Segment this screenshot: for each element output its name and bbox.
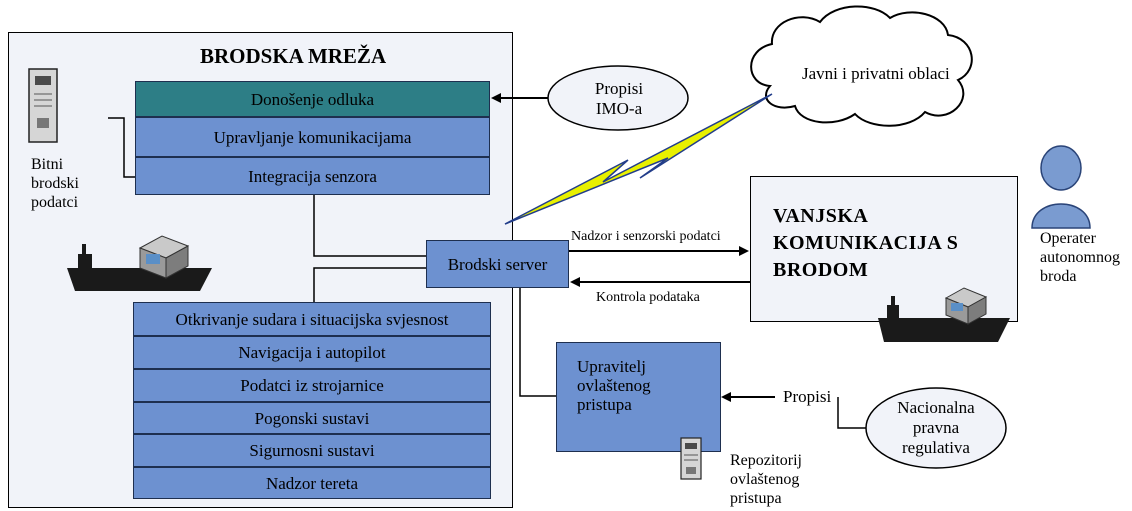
modules-server-connector [313,267,426,302]
national-regulation-label: Nacionalna pravna regulativa [897,398,975,457]
module-navigation-autopilot: Navigacija i autopilot [133,336,491,369]
arrow-in-label: Kontrola podataka [596,290,700,305]
server-access-connector [519,288,556,397]
operator-label: Operater autonomnog broda [1040,230,1120,285]
national-regulations-connector [837,397,866,429]
national-regulation-ellipse [865,387,1007,469]
ship-icon-external [878,287,1010,342]
cloud-label: Javni i privatni oblaci [802,64,950,83]
regulations-label: Propisi [783,387,832,406]
ship-server-box: Brodski server [426,240,569,288]
ship-data-connector [108,117,135,178]
repository-server-icon [680,437,702,480]
cloud-shape [750,5,973,127]
module-propulsion-systems: Pogonski sustavi [133,402,491,434]
module-communication-management: Upravljanje komunikacijama [135,117,490,157]
lightning-bolt-icon [504,93,773,225]
server-tower-icon [28,68,58,143]
module-decision-making: Donošenje odluka [135,81,490,117]
sensor-server-connector [313,195,426,257]
ship-data-label: Bitni brodski podatci [31,156,79,211]
external-communication-title: VANJSKA KOMUNIKACIJA S BRODOM [773,205,959,281]
ship-icon [67,235,212,291]
repository-label: Repozitorij ovlaštenog pristupa [730,452,802,507]
module-sensor-integration: Integracija senzora [135,157,490,195]
arrow-out-label: Nadzor i senzorski podatci [571,229,721,244]
imo-rules-ellipse [547,65,689,131]
module-safety-systems: Sigurnosni sustavi [133,434,491,467]
access-manager-box: Upravitelj ovlaštenog pristupa [556,342,721,452]
module-cargo-monitoring: Nadzor tereta [133,467,491,499]
module-engine-room-data: Podatci iz strojarnice [133,369,491,402]
imo-rules-label: Propisi IMO-a [594,79,644,118]
module-collision-detection: Otkrivanje sudara i situacijska svjesnos… [133,302,491,336]
ship-network-title: BRODSKA MREŽA [200,44,387,68]
operator-person-icon [1031,145,1091,229]
